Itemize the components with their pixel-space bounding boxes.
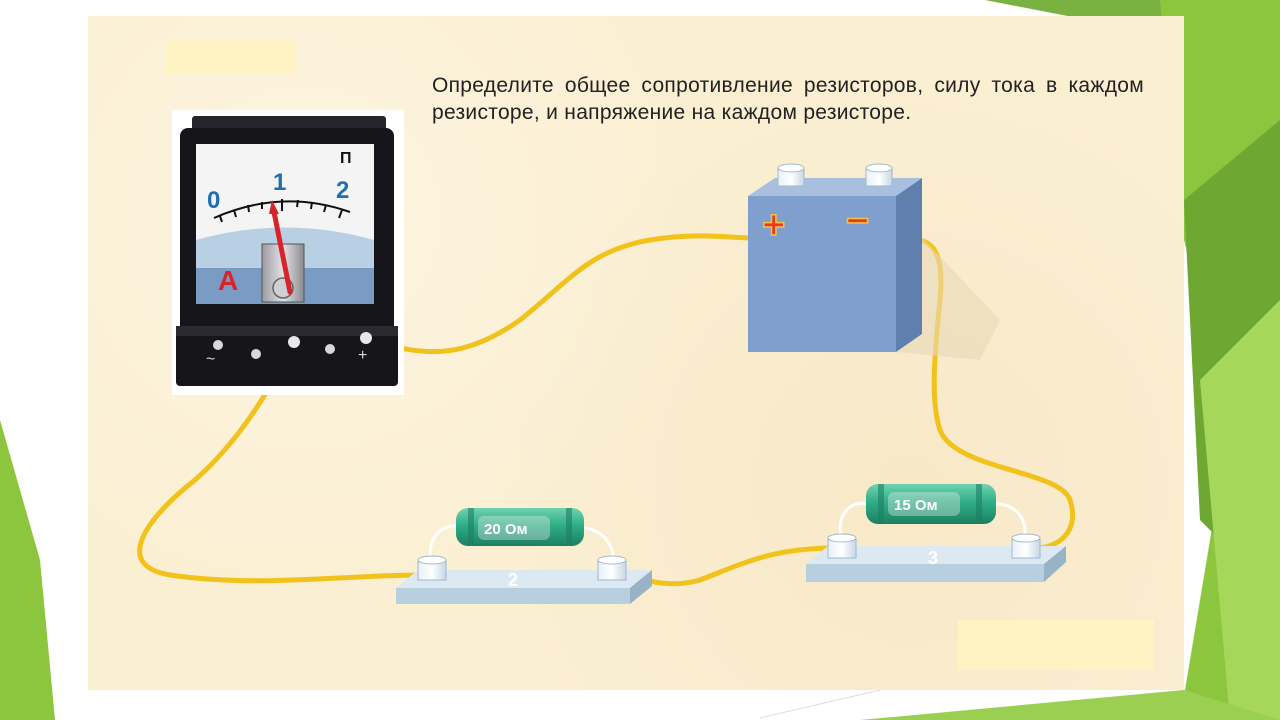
board-2-front xyxy=(396,588,630,604)
terminal xyxy=(597,555,627,581)
ammeter-letter: А xyxy=(218,265,238,296)
battery-front xyxy=(748,196,896,352)
wire-ammeter-resistor1 xyxy=(137,339,428,584)
ammeter: 0 1 2 П А ~ + xyxy=(172,110,404,395)
ammeter-terminal-right-mark: + xyxy=(358,347,367,364)
board-3-front xyxy=(806,564,1044,582)
board-2-number: 2 xyxy=(508,570,518,590)
green-shape-right-light xyxy=(1200,300,1280,720)
wire-ammeter-battery xyxy=(369,233,755,355)
battery: + − xyxy=(748,163,1000,360)
green-shape-left xyxy=(0,420,55,720)
board-2-top xyxy=(396,570,652,588)
battery-terminal-plus xyxy=(777,163,805,187)
battery-plus-sign: + xyxy=(762,203,785,247)
terminal xyxy=(1011,533,1041,559)
board-3-number: 3 xyxy=(928,548,938,568)
terminal xyxy=(417,555,447,581)
resistor-15-ohm: 15 Ом xyxy=(866,484,996,524)
ammeter-base xyxy=(176,326,398,386)
ammeter-terminal-left-mark: ~ xyxy=(206,351,215,368)
resistor-15-ohm-assembly: 3 15 Ом xyxy=(806,484,1066,582)
answer-box-bottom xyxy=(958,620,1154,670)
terminal xyxy=(827,533,857,559)
resistor-15-ohm-label: 15 Ом xyxy=(894,497,938,514)
ammeter-terminals xyxy=(213,332,372,359)
resistor-20-ohm-assembly: 2 20 Ом xyxy=(396,508,652,604)
ammeter-scale-1: 1 xyxy=(273,169,286,196)
ammeter-scale-2: 2 xyxy=(336,177,349,204)
resistor-20-ohm: 20 Ом xyxy=(456,508,584,546)
answer-box-top xyxy=(166,40,296,74)
green-shape-bottom xyxy=(860,690,1280,720)
resistor-20-ohm-label: 20 Ом xyxy=(484,521,528,538)
ammeter-pointer xyxy=(271,209,293,295)
battery-minus-sign: − xyxy=(846,199,869,243)
ammeter-corner-mark: П xyxy=(340,150,352,167)
ammeter-scale-0: 0 xyxy=(207,187,220,214)
battery-side xyxy=(896,178,922,352)
battery-terminal-minus xyxy=(865,163,893,187)
task-text: Определите общее сопротивление резисторо… xyxy=(432,74,1144,124)
board-3-top xyxy=(806,546,1066,564)
battery-top xyxy=(748,178,922,196)
